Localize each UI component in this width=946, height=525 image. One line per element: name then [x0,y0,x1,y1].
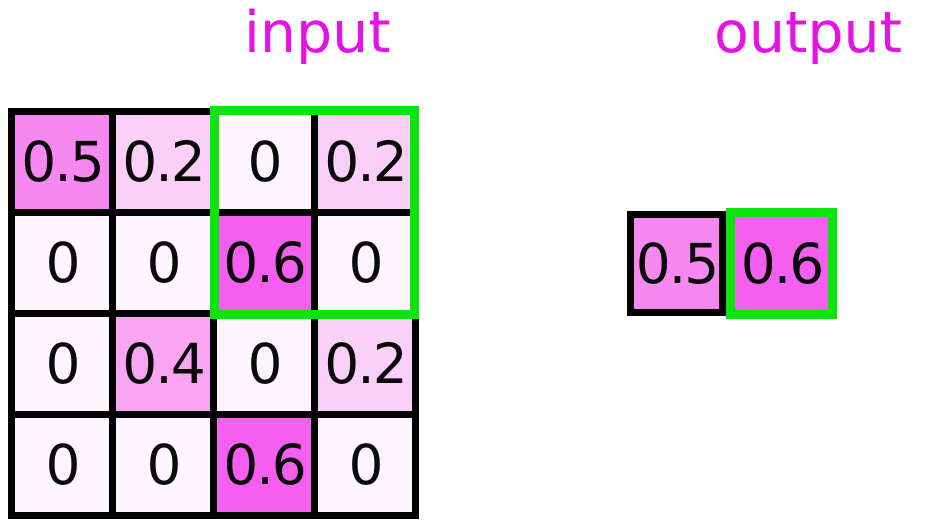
input-grid-cell: 0.6 [217,418,311,512]
output-title: output [714,0,903,66]
input-grid-cell: 0 [15,317,109,411]
input-grid-cell: 0 [217,115,311,209]
input-grid-cell: 0 [15,216,109,310]
input-grid-cell: 0 [318,216,412,310]
input-title: input [244,0,391,66]
input-grid-cell: 0 [116,418,210,512]
input-grid-cell: 0.5 [15,115,109,209]
output-cell-highlighted: 0.6 [726,208,837,319]
input-grid-cell: 0 [15,418,109,512]
input-grid-cell: 0.2 [116,115,210,209]
input-grid-cell: 0.2 [318,317,412,411]
input-grid-cell: 0 [318,418,412,512]
input-grid-cell: 0 [116,216,210,310]
input-grid-cell: 0 [217,317,311,411]
input-grid-cell: 0.6 [217,216,311,310]
input-grid-cell: 0.4 [116,317,210,411]
output-cell: 0.5 [627,211,726,316]
pooling-window-highlight-box [210,106,419,319]
input-grid-cell: 0.2 [318,115,412,209]
